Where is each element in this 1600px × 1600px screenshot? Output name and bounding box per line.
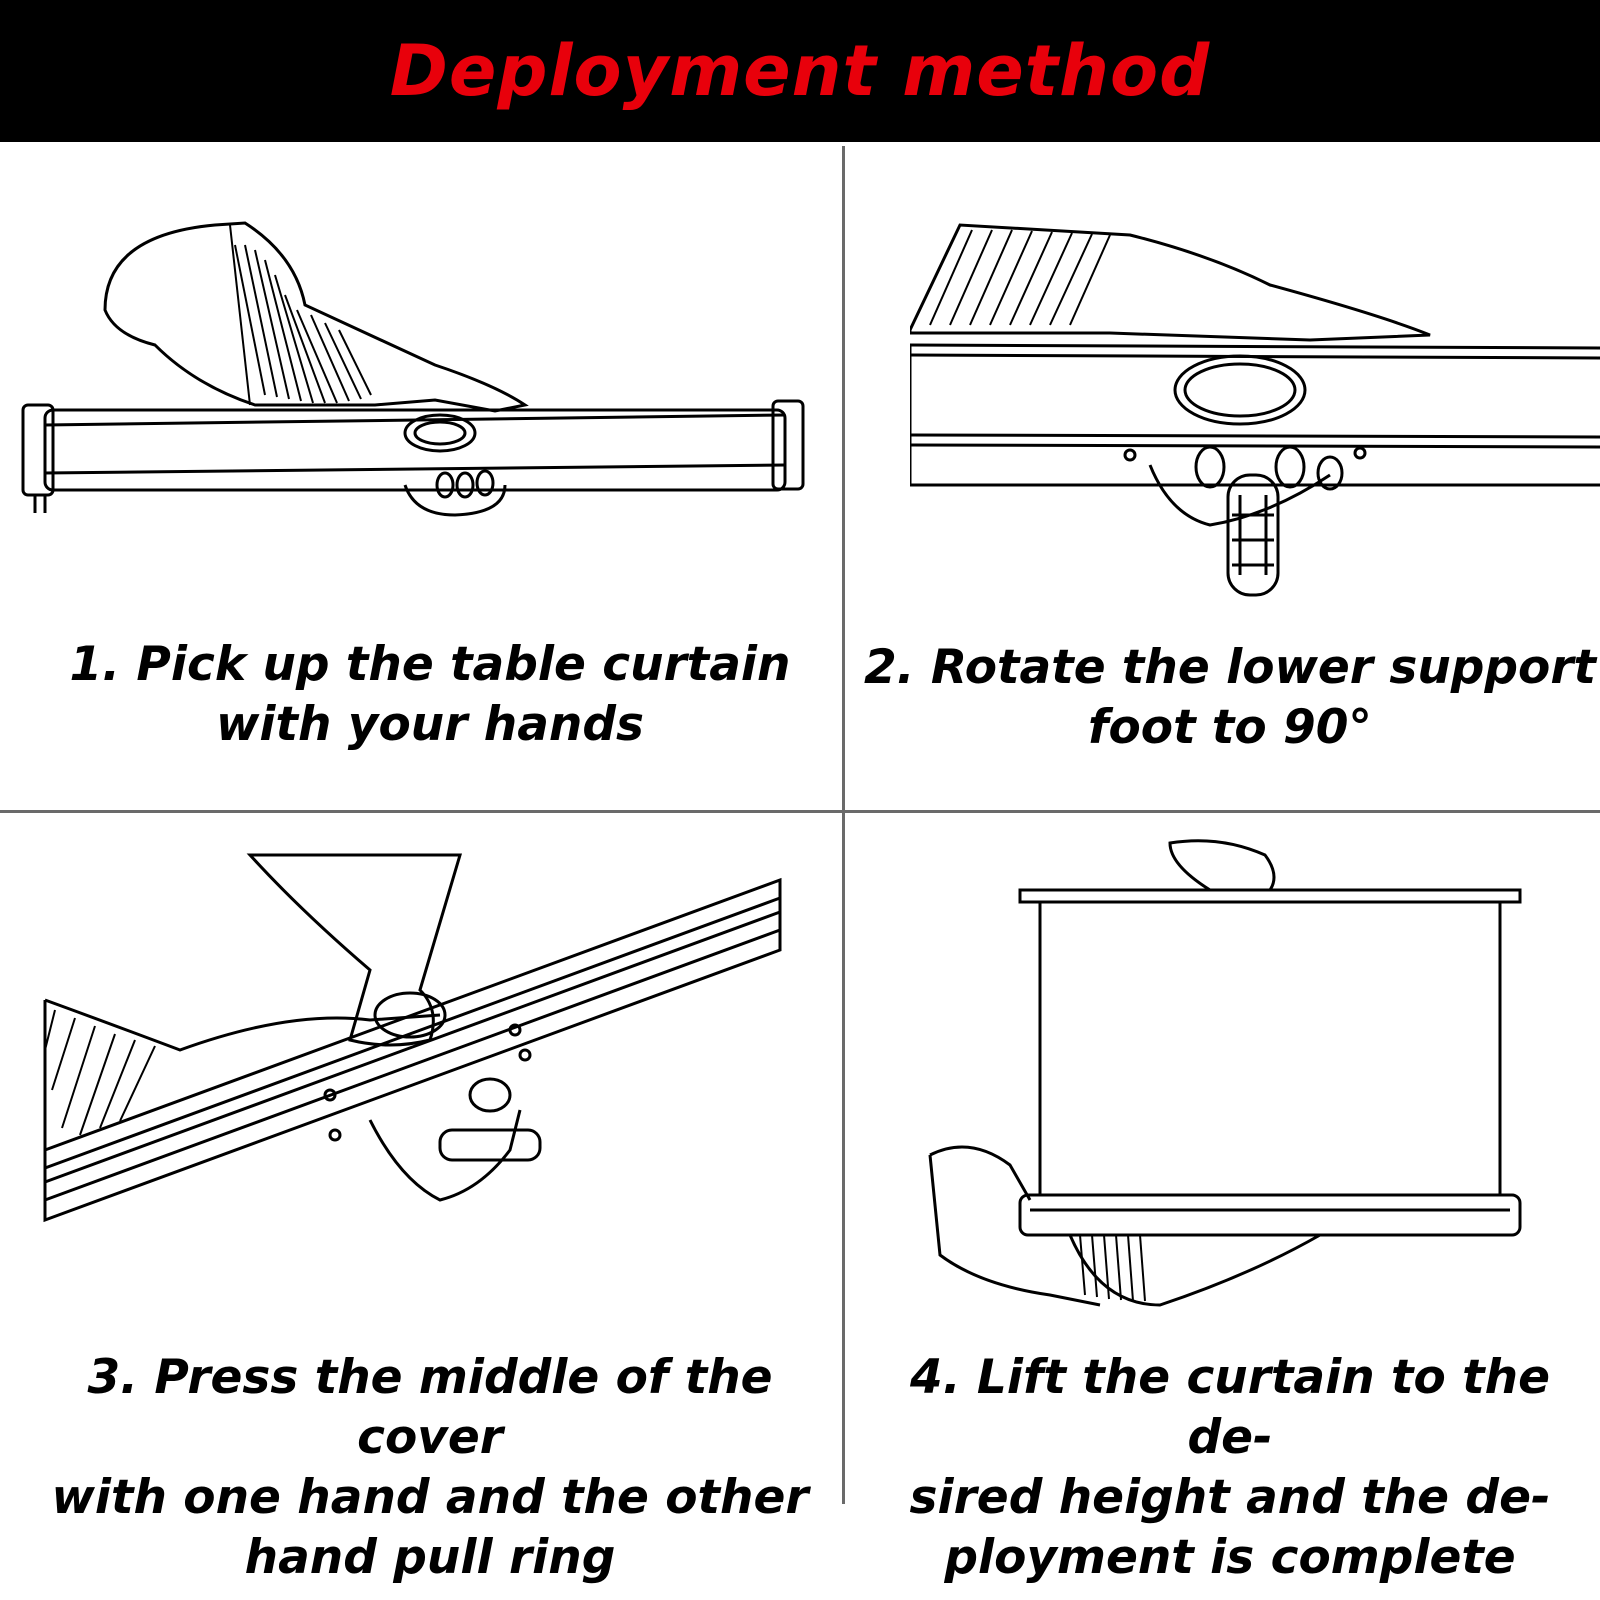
step-1-caption-line: 1. Pick up the table curtain [69,637,791,692]
step-4-caption: 4. Lift the curtain to the de- sired hei… [860,1348,1600,1588]
step-3-caption-line: hand pull ring [244,1530,616,1585]
step-2-caption-line: foot to 90° [1088,700,1372,755]
step-1-caption: 1. Pick up the table curtain with your h… [30,635,830,755]
step-4-caption-line: 4. Lift the curtain to the de- [910,1350,1550,1465]
step-1-caption-line: with your hands [215,697,644,752]
step-4-caption-line: sired height and the de- [909,1470,1551,1525]
step-3-caption: 3. Press the middle of the cover with on… [20,1348,840,1588]
step-3-caption-line: 3. Press the middle of the cover [87,1350,773,1465]
header-bar: Deployment method [0,0,1600,142]
step-2-caption-line: 2. Rotate the lower support [863,640,1596,695]
vertical-divider [842,146,845,1504]
step-4-illustration [928,839,1522,1307]
step-2-caption: 2. Rotate the lower support foot to 90° [860,638,1600,758]
step-3-illustration [43,853,782,1223]
page-title: Deployment method [389,30,1211,112]
step-4-caption-line: ployment is complete [944,1530,1516,1585]
step-2-illustration [910,223,1600,597]
horizontal-divider [0,810,1600,813]
step-1-illustration [21,221,805,517]
step-3-caption-line: with one hand and the other [51,1470,809,1525]
